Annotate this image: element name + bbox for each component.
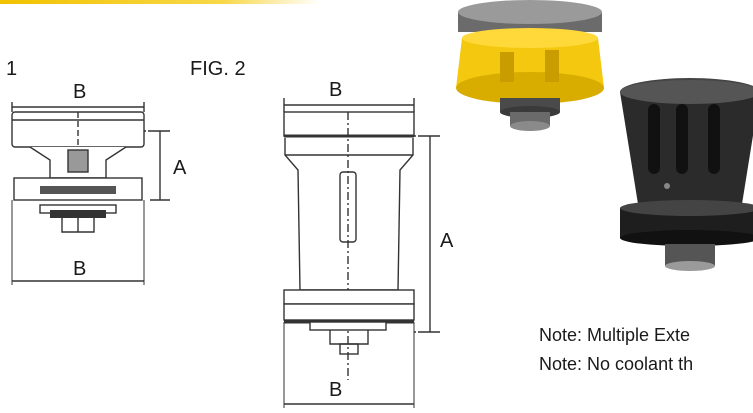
note-line-2: Note: No coolant th: [539, 354, 694, 374]
black-toolholder-image: [620, 78, 753, 271]
figure-2-label: FIG. 2: [190, 58, 246, 80]
figure-1-label: 1: [6, 58, 18, 80]
header-accent-bar: [0, 0, 320, 4]
figure-2-dim-side: A: [440, 230, 454, 252]
yellow-toolholder-image: [456, 0, 604, 131]
figure-1-dim-side: A: [173, 157, 187, 179]
note-line-1: Note: Multiple Exte: [539, 325, 691, 345]
figure-1-dim-bottom: B: [73, 258, 87, 280]
figure-2-dim-bottom: B: [329, 379, 343, 401]
figure-2-dim-top: B: [329, 79, 343, 101]
figure-1-dim-top: B: [73, 81, 87, 103]
